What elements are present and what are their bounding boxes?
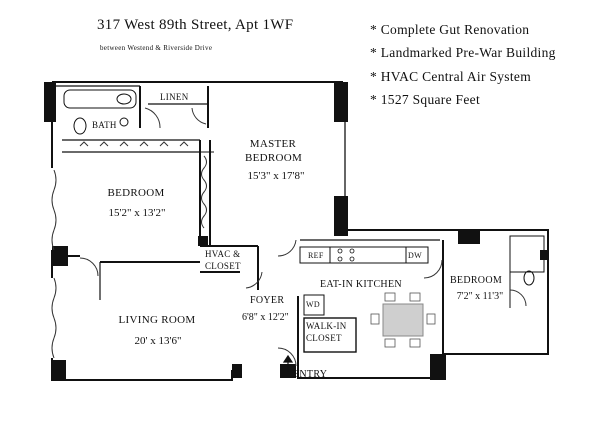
label-foyer: FOYER: [250, 295, 285, 306]
feature-hvac: * HVAC Central Air System: [370, 69, 532, 84]
foyer-dimensions: 6'8" x 12'2": [242, 312, 289, 323]
plan-subtitle: between Westend & Riverside Drive: [100, 44, 213, 52]
label-hvac-closet: HVAC & CLOSET: [205, 249, 241, 271]
label-dw: DW: [408, 251, 422, 260]
label-master-bedroom: MASTER BEDROOM: [245, 138, 303, 164]
feature-square-feet: * 1527 Square Feet: [370, 92, 481, 107]
label-bath: BATH: [92, 120, 117, 130]
bedroom-main-dimensions: 15'2" x 13'2": [108, 207, 166, 219]
label-eat-in-kitchen: EAT-IN KITCHEN: [320, 279, 402, 290]
label-bedroom-small: BEDROOM: [449, 275, 503, 286]
label-walkin-closet: WALK-IN CLOSET: [306, 321, 347, 343]
label-entry: ENTRY: [293, 369, 328, 380]
label-bedroom-main: BEDROOM: [107, 187, 165, 199]
bedroom-small-dimensions: 7'2" x 11'3": [456, 291, 504, 302]
feature-landmarked: * Landmarked Pre-War Building: [370, 45, 556, 60]
master-bedroom-dimensions: 15'3" x 17'8": [247, 170, 305, 182]
label-living-room: LIVING ROOM: [118, 314, 196, 326]
plan-title: 317 West 89th Street, Apt 1WF: [97, 17, 294, 33]
feature-renovation: * Complete Gut Renovation: [370, 22, 530, 37]
label-ref: REF: [308, 251, 324, 260]
label-linen: LINEN: [160, 92, 189, 102]
living-room-dimensions: 20' x 13'6": [134, 335, 182, 347]
label-wd: WD: [306, 300, 320, 309]
